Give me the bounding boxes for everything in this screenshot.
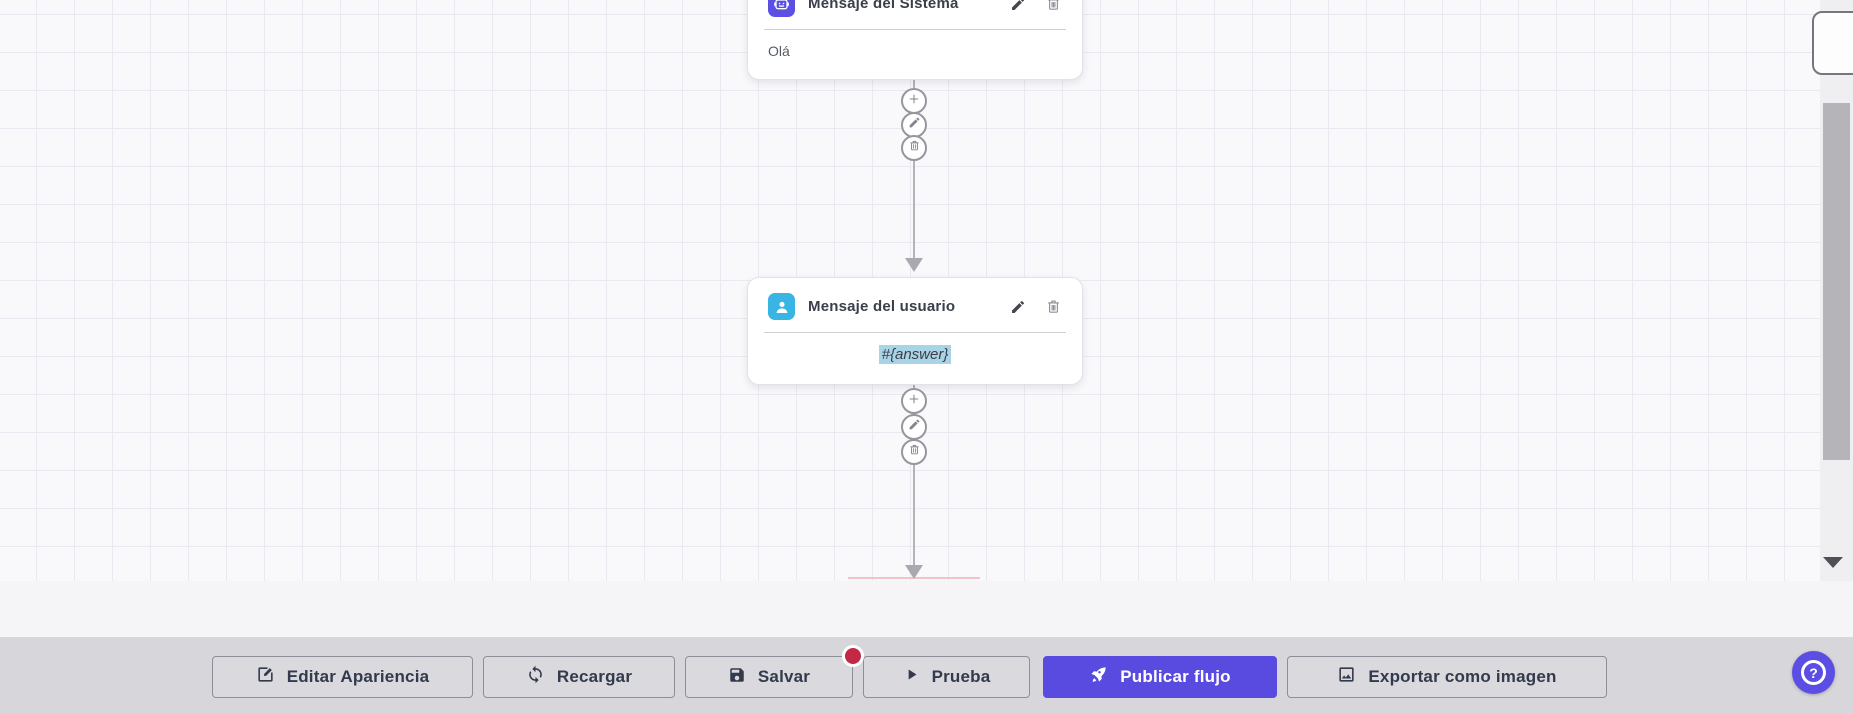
reload-button[interactable]: Recargar	[483, 656, 675, 698]
node-body-text: Olá	[768, 43, 790, 59]
node-header: Mensaje del Sistema	[768, 0, 1062, 17]
edit-connection-button[interactable]	[901, 414, 927, 440]
button-label: Exportar como imagen	[1368, 667, 1557, 686]
play-icon	[903, 666, 920, 688]
user-icon	[768, 293, 795, 320]
pencil-icon	[908, 116, 921, 134]
trash-icon	[908, 443, 921, 461]
edit-appearance-button[interactable]: Editar Apariencia	[212, 656, 473, 698]
delete-node-icon[interactable]	[1045, 298, 1062, 315]
pencil-icon	[908, 418, 921, 436]
test-button[interactable]: Prueba	[863, 656, 1030, 698]
node-title: Mensaje del Sistema	[808, 0, 959, 12]
button-label: Publicar flujo	[1120, 667, 1231, 686]
rocket-icon	[1089, 665, 1108, 689]
canvas-footer-strip	[0, 581, 1853, 637]
delete-node-icon[interactable]	[1045, 0, 1062, 12]
help-label: ?	[1809, 664, 1818, 681]
publish-flow-button[interactable]: Publicar flujo	[1043, 656, 1277, 698]
divider	[764, 29, 1066, 30]
export-image-button[interactable]: Exportar como imagen	[1287, 656, 1607, 698]
add-step-button[interactable]	[901, 88, 927, 114]
edit-box-icon	[256, 665, 275, 689]
plus-icon	[907, 392, 921, 411]
scroll-down-arrow-icon[interactable]	[1823, 557, 1843, 568]
connector-arrow-icon	[905, 565, 923, 579]
robot-icon	[768, 0, 795, 17]
variable-chip[interactable]: #{answer}	[878, 345, 952, 364]
vertical-scrollbar-thumb[interactable]	[1823, 103, 1850, 460]
delete-connection-button[interactable]	[901, 135, 927, 161]
save-icon	[728, 666, 746, 689]
help-button[interactable]: ?	[1792, 651, 1835, 694]
save-button[interactable]: Salvar	[685, 656, 853, 698]
minimap-panel	[1812, 11, 1853, 75]
image-icon	[1337, 665, 1356, 689]
node-system-message[interactable]: Mensaje del Sistema Olá	[747, 0, 1083, 80]
edit-node-icon[interactable]	[1010, 0, 1026, 12]
delete-connection-button[interactable]	[901, 439, 927, 465]
edit-node-icon[interactable]	[1010, 299, 1026, 315]
button-label: Salvar	[757, 667, 811, 686]
node-body-text: #{answer}	[768, 333, 1062, 376]
flow-canvas[interactable]: Mensaje del Sistema Olá	[0, 0, 1853, 581]
add-step-button[interactable]	[901, 388, 927, 414]
unsaved-changes-badge	[842, 645, 864, 667]
button-label: Recargar	[556, 667, 633, 686]
divider	[764, 332, 1066, 333]
node-title: Mensaje del usuario	[808, 298, 956, 315]
refresh-icon	[526, 665, 545, 689]
node-header: Mensaje del usuario	[768, 293, 1062, 320]
trash-icon	[908, 139, 921, 157]
plus-icon	[907, 92, 921, 111]
connector-line	[913, 385, 915, 566]
node-user-message[interactable]: Mensaje del usuario #{answer}	[747, 277, 1083, 385]
question-mark-icon: ?	[1801, 660, 1826, 685]
connector-line	[913, 80, 915, 260]
button-label: Editar Apariencia	[286, 667, 430, 686]
connector-arrow-icon	[905, 258, 923, 272]
button-label: Prueba	[931, 667, 991, 686]
